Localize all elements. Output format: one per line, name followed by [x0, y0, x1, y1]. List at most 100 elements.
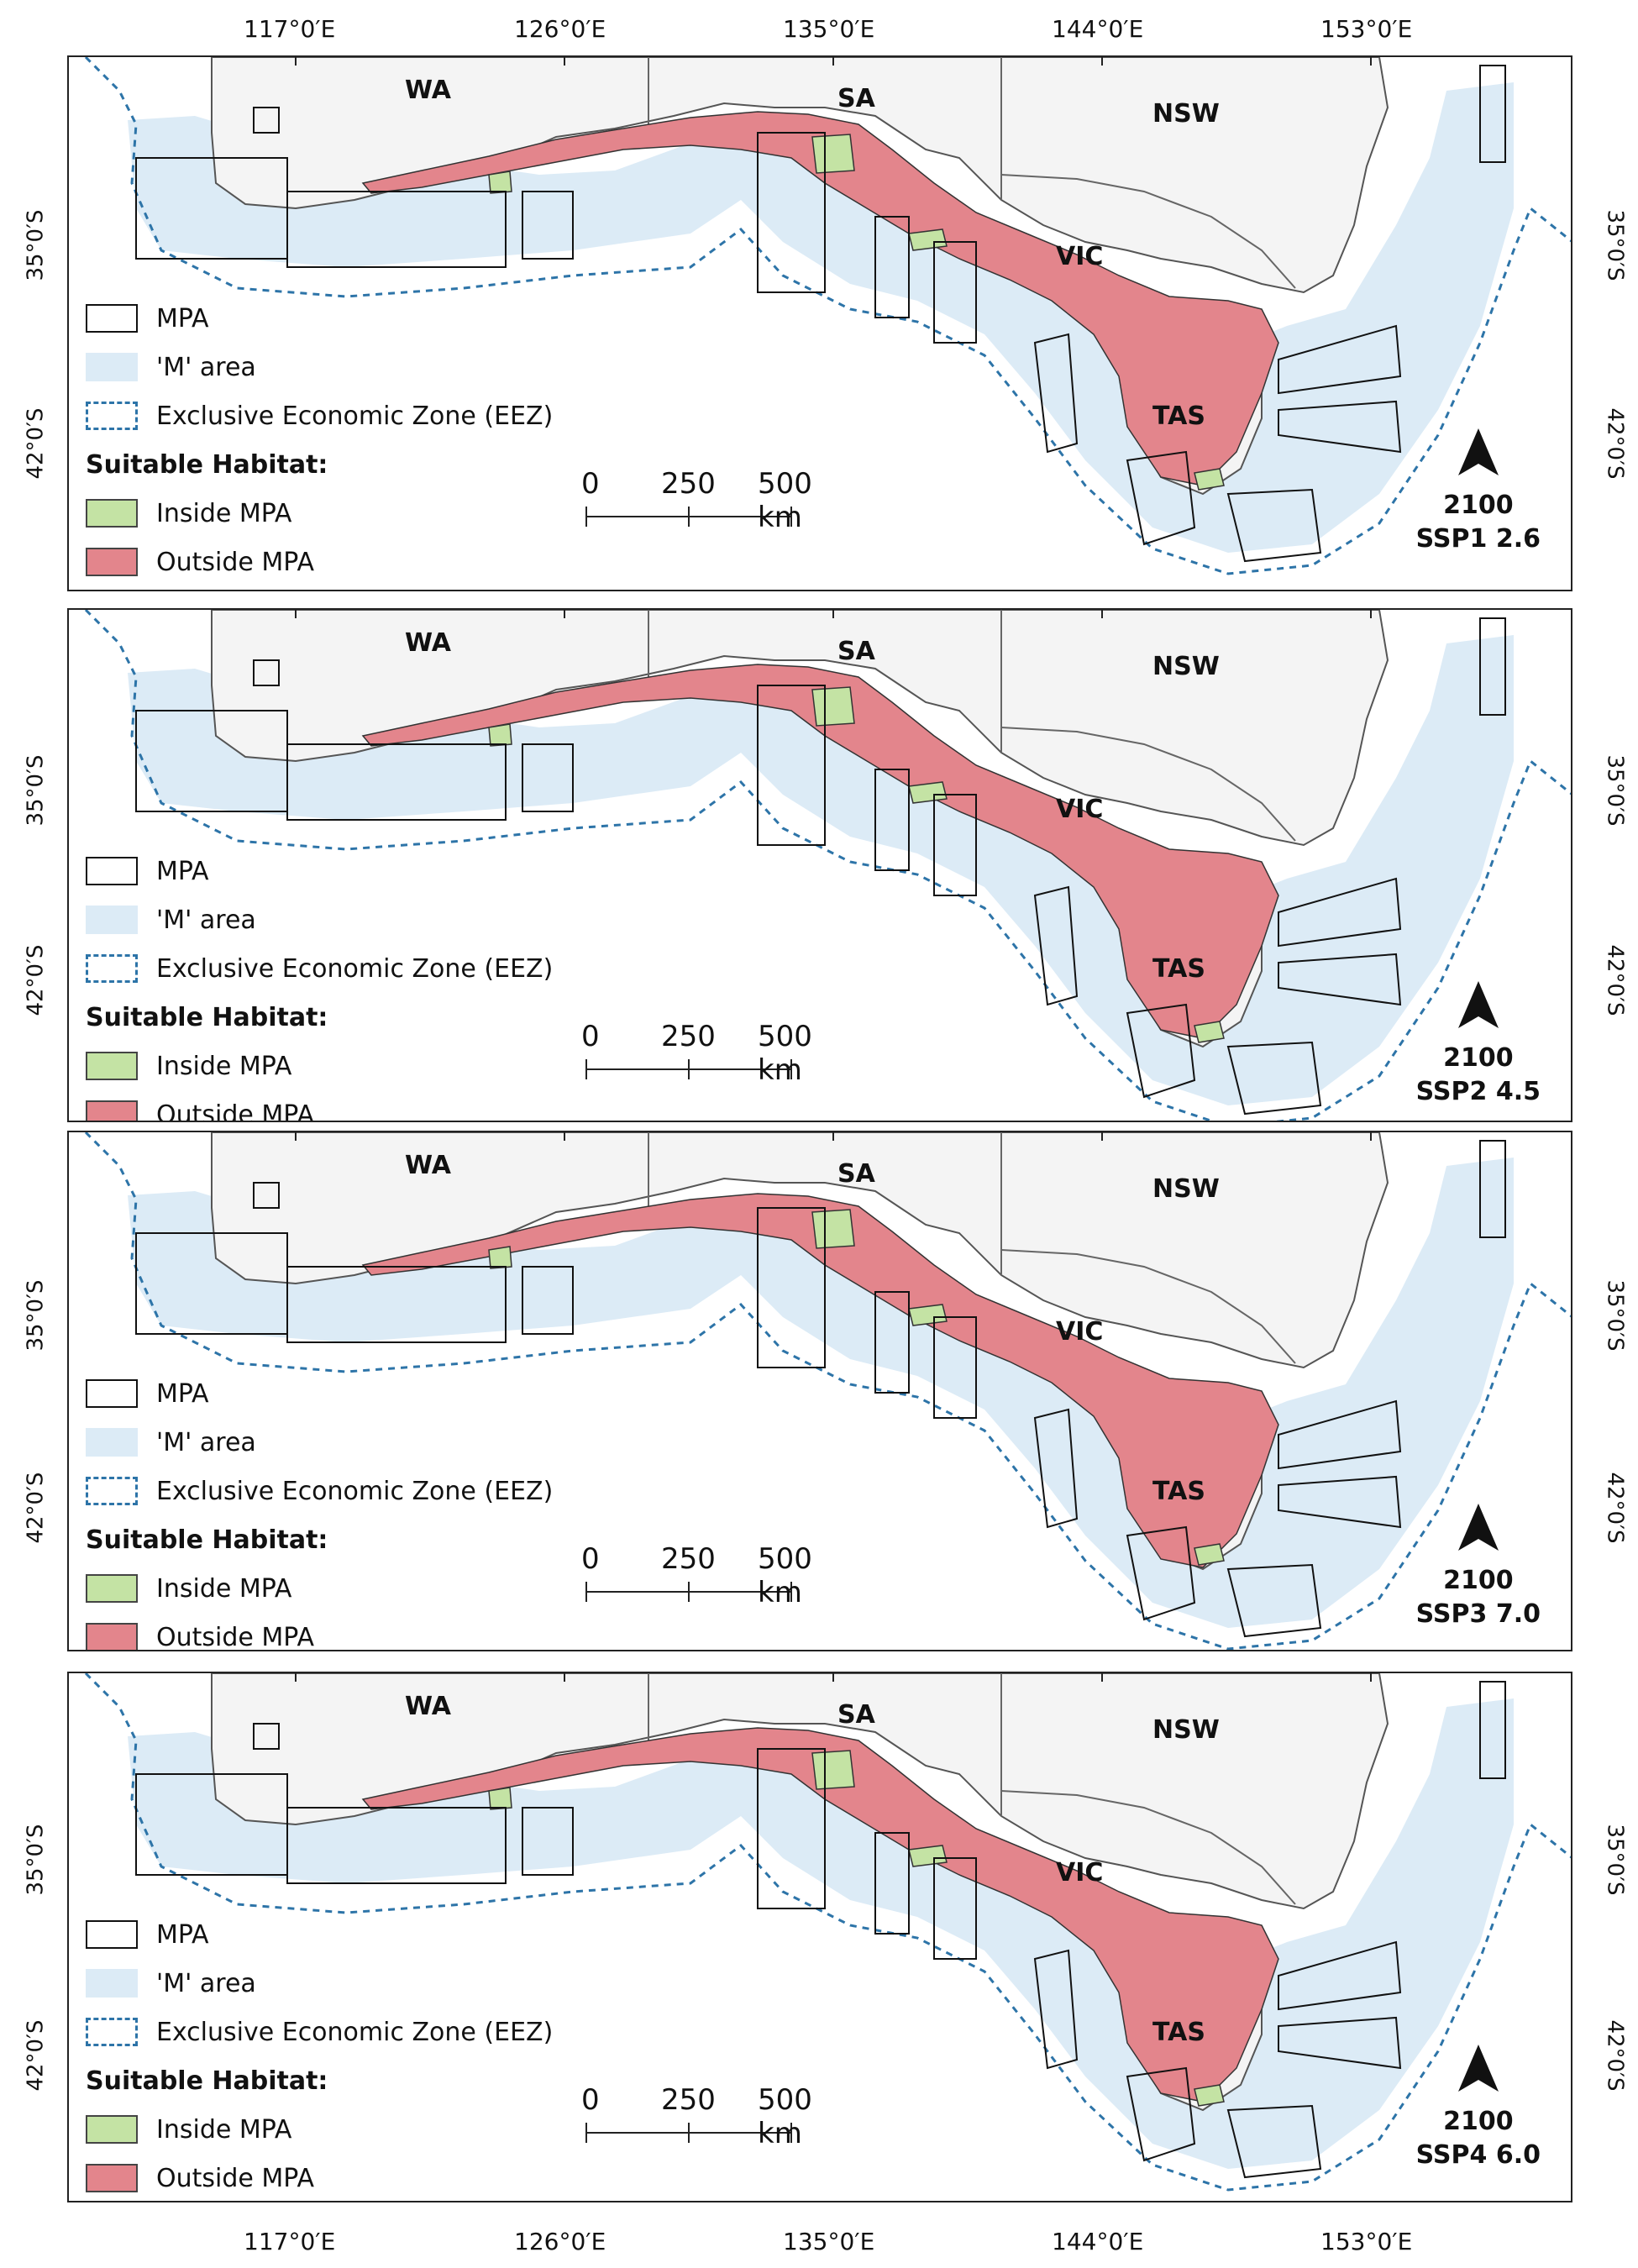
legend-row-mpa: MPA — [86, 1910, 553, 1959]
habitat-inside-mpa — [488, 723, 512, 747]
mpa-swatch — [86, 304, 138, 333]
outside-mpa-swatch — [86, 2164, 138, 2192]
mpa-outline — [1278, 953, 1402, 1006]
scenario-year: 2100 — [1443, 1566, 1514, 1595]
scenario-label: SSP4 6.0 — [1415, 2140, 1541, 2170]
habitat-inside-mpa — [811, 686, 855, 727]
top-lon-label: 135°0′E — [783, 15, 875, 43]
legend-label: Inside MPA — [156, 2114, 292, 2145]
mpa-outline — [1226, 488, 1322, 563]
eez-boundary — [84, 1132, 1571, 1650]
m-area-swatch — [86, 353, 138, 381]
frame-ticks — [295, 1673, 1372, 1682]
mpa-outline — [874, 1832, 910, 1935]
mpa-outline — [1278, 1940, 1402, 2011]
state-label-nsw: NSW — [1152, 652, 1220, 681]
state-label-tas: TAS — [1152, 402, 1205, 431]
scenario-box: 2100 SSP4 6.0 — [1416, 2043, 1541, 2172]
mpa-outline — [1033, 1408, 1079, 1529]
scale-mid: 250 — [661, 467, 716, 501]
lat-label-left-lower: 42°0′S — [23, 407, 49, 480]
top-lon-label: 126°0′E — [514, 15, 606, 43]
legend-row-inside: Inside MPA — [86, 1564, 553, 1613]
mpa-outline — [522, 743, 574, 812]
state-label-wa: WA — [405, 1151, 451, 1180]
legend-label: 'M' area — [156, 1968, 256, 1998]
state-label-nsw: NSW — [1152, 1174, 1220, 1204]
scale-end: 500 km — [758, 1542, 812, 1609]
legend-row-eez: Exclusive Economic Zone (EEZ) — [86, 944, 553, 993]
inside-mpa-swatch — [86, 1574, 138, 1603]
scale-mid: 250 — [661, 1542, 716, 1576]
legend: MPA 'M' area Exclusive Economic Zone (EE… — [86, 294, 553, 586]
mpa-outline — [286, 1807, 507, 1884]
habitat-inside-mpa — [1194, 1021, 1225, 1043]
scale-end: 500 km — [758, 467, 812, 534]
state-label-nsw: NSW — [1152, 99, 1220, 129]
habitat-inside-mpa — [488, 1787, 512, 1810]
legend-row-mpa: MPA — [86, 1369, 553, 1418]
state-label-sa: SA — [837, 1159, 875, 1189]
scenario-year: 2100 — [1443, 2107, 1514, 2136]
mpa-outline — [757, 685, 826, 846]
legend-label: Outside MPA — [156, 1622, 314, 1651]
state-border — [1000, 1249, 1296, 1364]
habitat-inside-mpa — [1194, 2084, 1225, 2107]
legend-habitat-header: Suitable Habitat: — [86, 449, 328, 480]
bottom-lon-label: 153°0′E — [1320, 2228, 1413, 2255]
state-border — [1000, 727, 1296, 842]
map-panel-3: WA SA NSW VIC TAS MPA 'M' area Exclusive… — [67, 1131, 1572, 1651]
mpa-outline — [1126, 1525, 1196, 1621]
m-area-swatch — [86, 1428, 138, 1457]
mpa-outline — [286, 191, 507, 268]
legend-row-outside: Outside MPA — [86, 1613, 553, 1651]
legend-row-m-area: 'M' area — [86, 895, 553, 944]
scale-bar-line — [585, 2123, 792, 2143]
land-mass — [211, 610, 1389, 847]
mpa-outline — [933, 794, 977, 896]
mpa-outline — [1479, 617, 1506, 716]
mpa-outline — [874, 216, 910, 318]
mpa-outline — [874, 769, 910, 871]
habitat-inside-mpa — [1194, 1543, 1225, 1566]
inside-mpa-swatch — [86, 2115, 138, 2144]
lat-label-right-lower: 42°0′S — [1602, 1472, 1628, 1544]
map-canvas — [84, 1132, 1571, 1650]
legend-label: Inside MPA — [156, 1051, 292, 1081]
mpa-outline — [874, 1291, 910, 1394]
mpa-outline — [757, 1748, 826, 1909]
top-lon-label: 144°0′E — [1052, 15, 1144, 43]
map-panel-1: WA SA NSW VIC TAS MPA 'M' area Exclusive… — [67, 55, 1572, 591]
outside-mpa-swatch — [86, 1100, 138, 1121]
eez-boundary — [84, 57, 1571, 575]
land-mass — [211, 1132, 1389, 1369]
mpa-outline — [1033, 885, 1079, 1006]
mpa-outline — [933, 1316, 977, 1419]
mpa-swatch — [86, 1920, 138, 1949]
legend-label: Inside MPA — [156, 498, 292, 528]
habitat-inside-mpa — [488, 1246, 512, 1269]
map-canvas — [84, 610, 1571, 1121]
mpa-outline — [1126, 450, 1196, 546]
mpa-outline — [1226, 1041, 1322, 1116]
north-arrow-icon — [1457, 428, 1499, 475]
lat-label-right-upper: 35°0′S — [1602, 1824, 1628, 1896]
scale-mid: 250 — [661, 2083, 716, 2117]
mpa-outline — [1033, 333, 1079, 454]
legend: MPA 'M' area Exclusive Economic Zone (EE… — [86, 1369, 553, 1651]
bottom-lon-label: 126°0′E — [514, 2228, 606, 2255]
scale-bar: 0 250 500 km — [581, 1542, 812, 1609]
mpa-outline — [933, 1857, 977, 1960]
legend-row-outside: Outside MPA — [86, 1090, 553, 1122]
legend-label: Outside MPA — [156, 1100, 314, 1122]
scenario-box: 2100 SSP2 4.5 — [1416, 979, 1541, 1109]
mpa-outline — [253, 1723, 280, 1750]
m-area-swatch — [86, 906, 138, 934]
mpa-outline — [253, 107, 280, 134]
mpa-outline — [757, 1207, 826, 1368]
state-label-wa: WA — [405, 1692, 451, 1721]
legend-label: Outside MPA — [156, 547, 314, 577]
legend-label: MPA — [156, 1919, 209, 1950]
eez-swatch — [86, 402, 138, 430]
bottom-lon-label: 135°0′E — [783, 2228, 875, 2255]
